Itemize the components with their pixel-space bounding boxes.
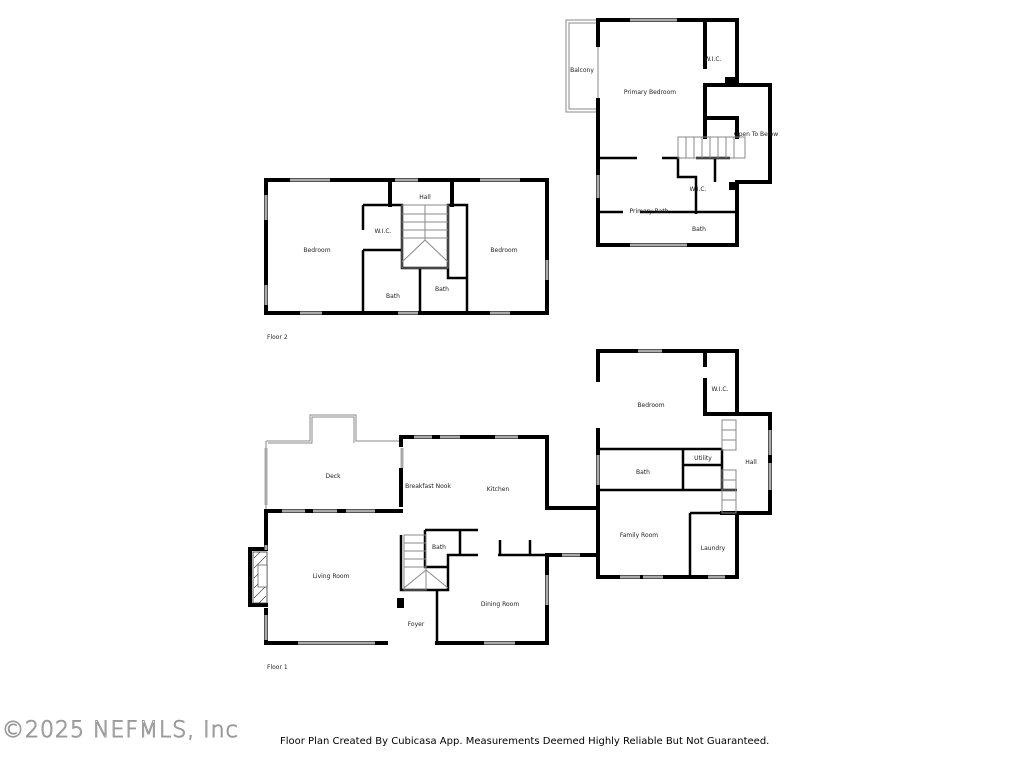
room-label-breakfast-nook: Breakfast Nook (405, 483, 451, 490)
room-label-balcony: Balcony (570, 67, 594, 74)
room-label-bedroom: Bedroom (490, 247, 517, 254)
room-label-bath: Bath (636, 469, 650, 476)
room-label-wic: W.I.C. (375, 228, 392, 235)
stairs (401, 204, 449, 269)
room-label-bath: Bath (435, 286, 449, 293)
room-label-bedroom: Bedroom (637, 402, 664, 409)
floor1-east-wing (545, 349, 772, 579)
floor2-main (264, 178, 549, 315)
room-label-wic: W.I.C. (712, 386, 729, 393)
floor2-primary-suite (565, 18, 772, 247)
room-label-foyer: Foyer (408, 621, 425, 628)
room-label-laundry: Laundry (701, 545, 726, 552)
room-label-kitchen: Kitchen (487, 486, 510, 493)
room-label-deck: Deck (325, 473, 341, 480)
floor-1-label: Floor 1 (267, 664, 288, 671)
stairs (677, 136, 746, 159)
room-label-wic: W.I.C. (690, 186, 707, 193)
room-label-bath: Bath (432, 544, 446, 551)
room-label-bath: Bath (386, 293, 400, 300)
room-label-wic: W.I.C. (705, 56, 722, 63)
room-label-bath: Bath (692, 226, 706, 233)
balcony-outline (565, 19, 599, 113)
room-label-family-room: Family Room (620, 532, 658, 539)
stairs (403, 534, 449, 591)
room-label-hall: Hall (419, 194, 431, 201)
watermark: ©2025 NEFMLS, Inc (2, 718, 239, 744)
room-label-dining-room: Dining Room (481, 601, 520, 608)
room-label-primary-bedroom: Primary Bedroom (624, 89, 676, 96)
floor-2-label: Floor 2 (267, 334, 288, 341)
floor1-main (248, 414, 600, 645)
footer-disclaimer: Floor Plan Created By Cubicasa App. Meas… (280, 736, 770, 747)
room-label-living-room: Living Room (313, 573, 350, 580)
room-label-open-to-below: Open To Below (734, 131, 778, 138)
stairs (721, 419, 737, 514)
room-label-hall: Hall (745, 459, 757, 466)
room-label-primary-bath: Primary Bath (629, 208, 668, 215)
room-label-utility: Utility (694, 455, 712, 462)
room-label-bedroom: Bedroom (303, 247, 330, 254)
